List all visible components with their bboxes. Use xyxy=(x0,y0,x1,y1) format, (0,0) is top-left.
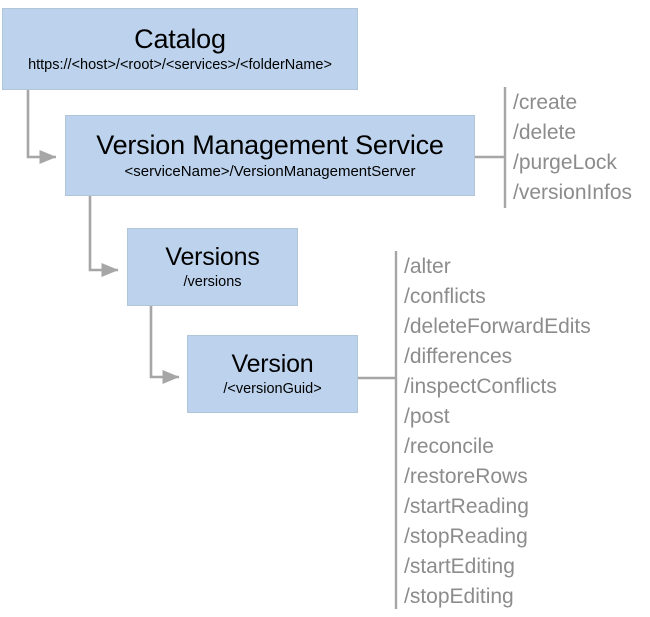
endpoint-list-version-management-service: /create/delete/purgeLock/versionInfos xyxy=(513,88,632,208)
node-catalog-title: Catalog xyxy=(134,23,226,54)
endpoint-item-vms-1[interactable]: /delete xyxy=(513,121,577,144)
node-versions-subtitle: /versions xyxy=(183,273,242,290)
endpoint-item-version-10[interactable]: /startEditing xyxy=(404,555,515,578)
endpoint-item-version-6[interactable]: /reconcile xyxy=(404,435,494,458)
connector-catalog-to-vms xyxy=(26,90,57,165)
node-catalog[interactable]: Catalog https://<host>/<root>/<services>… xyxy=(2,8,358,90)
endpoint-item-version-5[interactable]: /post xyxy=(404,405,450,428)
endpoint-item-vms-0[interactable]: /create xyxy=(513,91,578,114)
endpoint-item-version-4[interactable]: /inspectConflicts xyxy=(404,375,557,398)
endpoint-item-version-2[interactable]: /deleteForwardEdits xyxy=(404,315,591,338)
endpoint-item-vms-2[interactable]: /purgeLock xyxy=(513,151,617,174)
endpoint-item-version-9[interactable]: /stopReading xyxy=(404,525,528,548)
endpoint-item-vms-3[interactable]: /versionInfos xyxy=(513,181,633,204)
node-versions-title: Versions xyxy=(165,242,260,271)
endpoint-list-version: /alter/conflicts/deleteForwardEdits/diff… xyxy=(404,252,591,612)
node-version-subtitle: /<versionGuid> xyxy=(223,380,322,397)
node-catalog-subtitle: https://<host>/<root>/<services>/<folder… xyxy=(28,56,332,73)
node-version-management-service-subtitle: <serviceName>/VersionManagementServer xyxy=(124,162,416,180)
endpoint-item-version-1[interactable]: /conflicts xyxy=(404,285,486,308)
node-version-management-service-title: Version Management Service xyxy=(96,129,444,160)
endpoint-item-version-0[interactable]: /alter xyxy=(404,255,451,278)
node-version[interactable]: Version /<versionGuid> xyxy=(187,335,358,413)
node-version-title: Version xyxy=(231,349,314,378)
connector-versions-to-version xyxy=(149,306,180,385)
endpoint-item-version-8[interactable]: /startReading xyxy=(404,495,529,518)
connector-vms-to-versions xyxy=(88,196,119,278)
node-versions[interactable]: Versions /versions xyxy=(127,228,298,306)
node-version-management-service[interactable]: Version Management Service <serviceName>… xyxy=(65,115,475,196)
endpoint-item-version-7[interactable]: /restoreRows xyxy=(404,465,528,488)
endpoint-item-version-11[interactable]: /stopEditing xyxy=(404,585,514,608)
endpoint-item-version-3[interactable]: /differences xyxy=(404,345,513,368)
